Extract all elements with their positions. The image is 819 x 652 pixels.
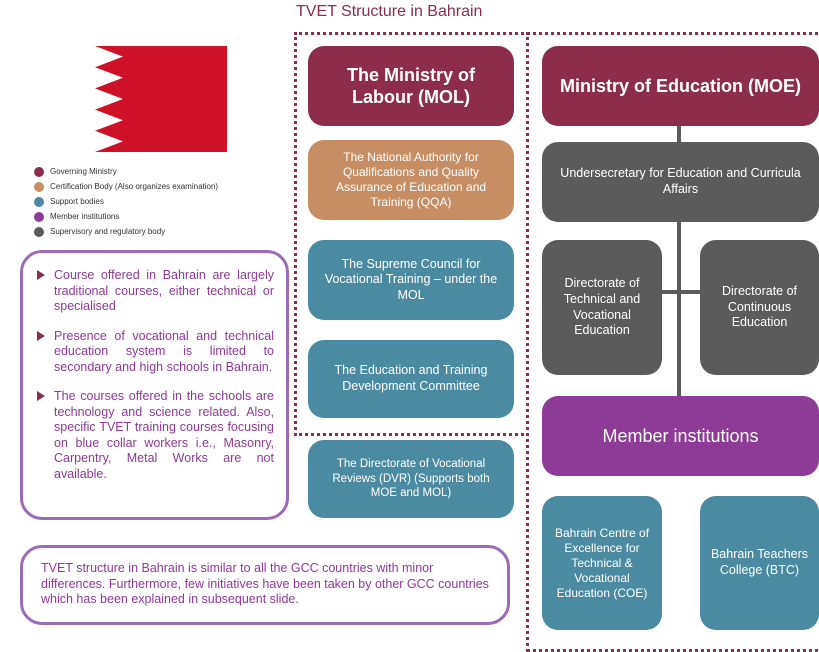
moe-box: Ministry of Education (MOE)	[542, 46, 819, 126]
btc-box: Bahrain Teachers College (BTC)	[700, 496, 819, 630]
dvr-box: The Directorate of Vocational Reviews (D…	[308, 440, 514, 518]
member-institutions-box: Member institutions	[542, 396, 819, 476]
directorate-ce-box: Directorate of Continuous Education	[700, 240, 819, 375]
legend-item-certification: Certification Body (Also organizes exami…	[34, 179, 264, 194]
mol-box: The Ministry of Labour (MOL)	[308, 46, 514, 126]
summary-box: TVET structure in Bahrain is similar to …	[20, 545, 510, 625]
legend-swatch-icon	[34, 226, 44, 237]
notes-box: Course offered in Bahrain are largely tr…	[20, 250, 289, 520]
note-item: Course offered in Bahrain are largely tr…	[37, 268, 274, 315]
bahrain-flag	[49, 46, 227, 152]
legend-swatch-icon	[34, 196, 44, 207]
connector-line	[660, 290, 702, 294]
undersecretary-box: Undersecretary for Education and Curricu…	[542, 142, 819, 222]
supreme-council-box: The Supreme Council for Vocational Train…	[308, 240, 514, 320]
legend-swatch-icon	[34, 181, 44, 192]
bullet-triangle-icon	[37, 391, 45, 401]
bullet-triangle-icon	[37, 330, 45, 341]
etdc-box: The Education and Training Development C…	[308, 340, 514, 418]
connector-line	[677, 220, 681, 400]
connector-line	[677, 124, 681, 144]
page-title: TVET Structure in Bahrain	[296, 3, 483, 20]
qqa-box: The National Authority for Qualification…	[308, 140, 514, 220]
legend: Governing Ministry Certification Body (A…	[34, 164, 264, 239]
legend-item-support: Support bodies	[34, 194, 264, 209]
legend-swatch-icon	[34, 211, 44, 222]
legend-item-member: Member institutions	[34, 209, 264, 224]
legend-item-governing: Governing Ministry	[34, 164, 264, 179]
legend-swatch-icon	[34, 166, 44, 177]
note-item: Presence of vocational and technical edu…	[37, 329, 274, 376]
bullet-triangle-icon	[37, 270, 45, 280]
coe-box: Bahrain Centre of Excellence for Technic…	[542, 496, 662, 630]
legend-item-supervisory: Supervisory and regulatory body	[34, 224, 264, 239]
directorate-tve-box: Directorate of Technical and Vocational …	[542, 240, 662, 375]
note-item: The courses offered in the schools are t…	[37, 389, 274, 482]
